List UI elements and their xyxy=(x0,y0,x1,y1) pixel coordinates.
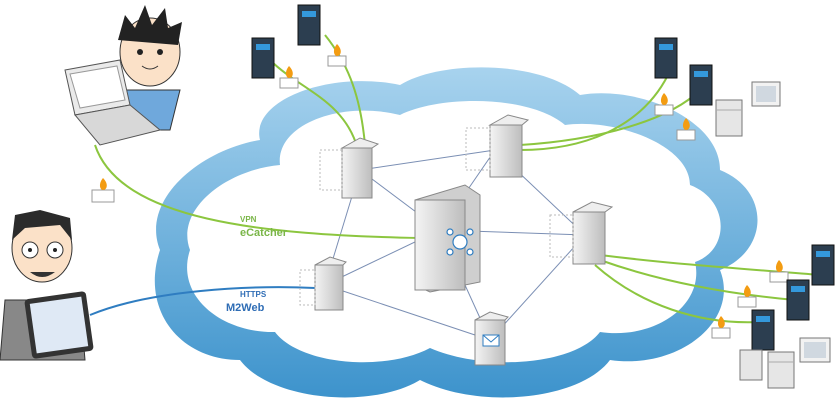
plc-icon xyxy=(715,99,743,137)
hub-icon xyxy=(446,228,474,256)
hmi-panel-icon xyxy=(799,337,831,363)
firewall-icon xyxy=(654,93,674,116)
server-icon xyxy=(465,114,530,178)
firewall-icon xyxy=(676,118,696,141)
router-icon xyxy=(689,64,713,106)
plc-icon xyxy=(739,349,763,381)
vpn-connections xyxy=(94,34,821,324)
firewall-icon xyxy=(91,178,115,203)
vpn-label: VPN xyxy=(240,215,257,224)
plc-icon xyxy=(767,351,795,389)
tablet-user-icon xyxy=(0,210,94,361)
m2web-label: M2Web xyxy=(226,302,265,314)
ecatcher-label: eCatcher xyxy=(240,227,288,239)
hmi-panel-icon xyxy=(751,81,781,107)
router-icon xyxy=(654,37,678,79)
mail-server-icon xyxy=(474,311,509,366)
firewall-icon xyxy=(327,44,347,67)
https-label: HTTPS xyxy=(240,290,267,299)
router-icon xyxy=(751,309,775,351)
firewall-icon xyxy=(769,260,789,283)
router-icon xyxy=(786,279,810,321)
server-icon xyxy=(549,201,614,265)
firewall-icon xyxy=(737,285,757,308)
router-icon xyxy=(297,4,321,46)
server-icon xyxy=(319,137,380,199)
router-icon xyxy=(251,37,275,79)
router-icon xyxy=(811,244,835,286)
central-server xyxy=(414,184,481,293)
firewall-icon xyxy=(279,66,299,89)
https-connection xyxy=(89,286,316,316)
firewall-icon xyxy=(711,316,731,339)
server-icon xyxy=(299,256,347,311)
laptop-user-icon xyxy=(64,5,182,146)
